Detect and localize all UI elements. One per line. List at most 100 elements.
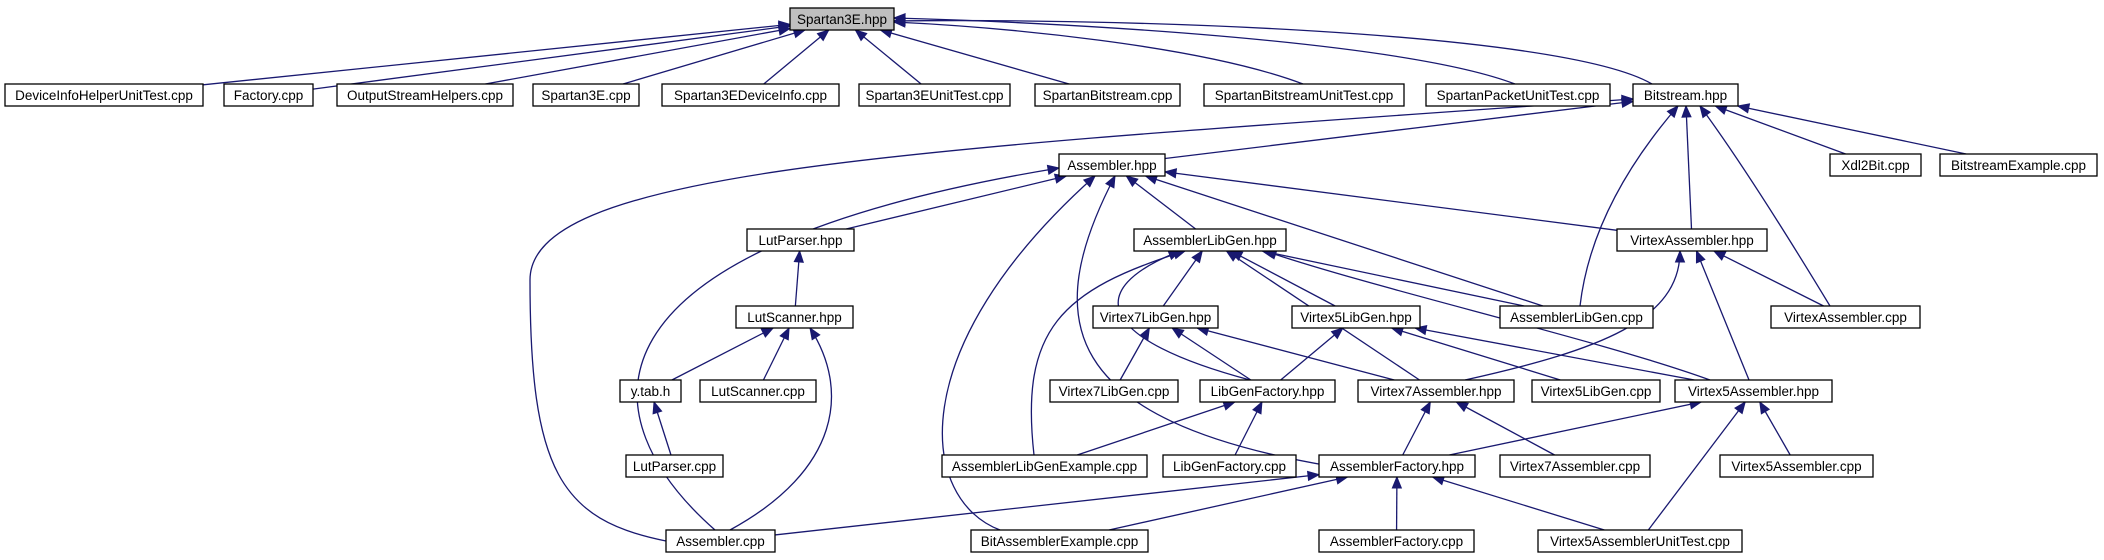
node-box[interactable] bbox=[1162, 454, 1297, 478]
node-box[interactable] bbox=[4, 83, 204, 107]
arrowhead bbox=[1734, 400, 1746, 415]
node-box[interactable] bbox=[1537, 529, 1743, 553]
edge-line bbox=[1076, 175, 1331, 467]
node-box[interactable] bbox=[1058, 153, 1166, 177]
node-box[interactable] bbox=[858, 83, 1011, 107]
node-spartanbitstream-cpp[interactable]: SpartanBitstream.cpp bbox=[1034, 83, 1181, 107]
node-box[interactable] bbox=[1034, 83, 1181, 107]
node-box[interactable] bbox=[665, 529, 776, 553]
node-box[interactable] bbox=[1939, 153, 2098, 177]
node-virtex7libgen-hpp[interactable]: Virtex7LibGen.hpp bbox=[1092, 305, 1219, 329]
node-label: Virtex5AssemblerUnitTest.cpp bbox=[1550, 534, 1730, 549]
node-box[interactable] bbox=[1719, 454, 1874, 478]
node-label: Virtex7Assembler.cpp bbox=[1510, 459, 1640, 474]
node-deviceinfohelperunittest-cpp[interactable]: DeviceInfoHelperUnitTest.cpp bbox=[4, 83, 204, 107]
node-box[interactable] bbox=[1318, 454, 1476, 478]
edge-line bbox=[729, 327, 833, 531]
node-virtex7assembler-hpp[interactable]: Virtex7Assembler.hpp bbox=[1357, 379, 1515, 403]
arrowhead bbox=[652, 400, 663, 415]
node-assemblerfactory-hpp[interactable]: AssemblerFactory.hpp bbox=[1318, 454, 1476, 478]
arrowhead bbox=[1420, 400, 1431, 415]
node-label: BitstreamExample.cpp bbox=[1951, 158, 2086, 173]
node-lutscanner-cpp[interactable]: LutScanner.cpp bbox=[699, 379, 817, 403]
node-virtexassembler-cpp[interactable]: VirtexAssembler.cpp bbox=[1770, 305, 1921, 329]
node-bitstreamexample-cpp[interactable]: BitstreamExample.cpp bbox=[1939, 153, 2098, 177]
node-virtex5assembler-cpp[interactable]: Virtex5Assembler.cpp bbox=[1719, 454, 1874, 478]
node-box[interactable] bbox=[699, 379, 817, 403]
edge-virtex7assembler_cpp-to-virtex7assembler_hpp bbox=[1455, 401, 1555, 456]
node-spartanpacketunittest-cpp[interactable]: SpartanPacketUnitTest.cpp bbox=[1425, 83, 1611, 107]
node-xdl2bit-cpp[interactable]: Xdl2Bit.cpp bbox=[1829, 153, 1922, 177]
node-bitassemblerexample-cpp[interactable]: BitAssemblerExample.cpp bbox=[970, 529, 1149, 553]
node-virtex5libgen-hpp[interactable]: Virtex5LibGen.hpp bbox=[1291, 305, 1421, 329]
node-spartan3edeviceinfo-cpp[interactable]: Spartan3EDeviceInfo.cpp bbox=[661, 83, 840, 107]
node-box[interactable] bbox=[625, 454, 724, 478]
node-box[interactable] bbox=[970, 529, 1149, 553]
node-box[interactable] bbox=[1199, 379, 1336, 403]
node-box[interactable] bbox=[1133, 228, 1287, 252]
node-bitstream-hpp[interactable]: Bitstream.hpp bbox=[1632, 83, 1739, 107]
node-box[interactable] bbox=[941, 454, 1148, 478]
edge-line bbox=[846, 175, 1067, 230]
arrowhead bbox=[1681, 104, 1692, 118]
node-assemblerlibgenexample-cpp[interactable]: AssemblerLibGenExample.cpp bbox=[941, 454, 1148, 478]
node-box[interactable] bbox=[1829, 153, 1922, 177]
node-lutparser-cpp[interactable]: LutParser.cpp bbox=[625, 454, 724, 478]
edge-spartanpacketunittest_cpp-to-spartan3e_hpp bbox=[892, 13, 1516, 85]
edge-line bbox=[1145, 175, 1544, 307]
node-virtex7libgen-cpp[interactable]: Virtex7LibGen.cpp bbox=[1049, 379, 1179, 403]
node-box[interactable] bbox=[1499, 305, 1654, 329]
node-virtex7assembler-cpp[interactable]: Virtex7Assembler.cpp bbox=[1499, 454, 1651, 478]
node-box[interactable] bbox=[1632, 83, 1739, 107]
node-box[interactable] bbox=[1770, 305, 1921, 329]
node-box[interactable] bbox=[1318, 529, 1475, 553]
node-virtex5assembler-hpp[interactable]: Virtex5Assembler.hpp bbox=[1674, 379, 1833, 403]
node-label: Virtex5Assembler.hpp bbox=[1688, 384, 1819, 399]
node-libgenfactory-cpp[interactable]: LibGenFactory.cpp bbox=[1162, 454, 1297, 478]
node-box[interactable] bbox=[532, 83, 640, 107]
edge-y_tab_h-to-lutscanner_hpp bbox=[671, 327, 775, 381]
edge-spartan3eunittest_cpp-to-spartan3e_hpp bbox=[854, 29, 922, 85]
node-factory-cpp[interactable]: Factory.cpp bbox=[223, 83, 314, 107]
node-box[interactable] bbox=[1425, 83, 1611, 107]
edge-line bbox=[1695, 250, 1750, 381]
node-lutscanner-hpp[interactable]: LutScanner.hpp bbox=[735, 305, 854, 329]
node-box[interactable] bbox=[1531, 379, 1661, 403]
node-assembler-hpp[interactable]: Assembler.hpp bbox=[1058, 153, 1166, 177]
node-box[interactable] bbox=[1291, 305, 1421, 329]
node-label: LibGenFactory.cpp bbox=[1173, 459, 1286, 474]
node-outputstreamhelpers-cpp[interactable]: OutputStreamHelpers.cpp bbox=[336, 83, 514, 107]
node-box[interactable] bbox=[789, 7, 895, 31]
node-virtex5assemblerunittest-cpp[interactable]: Virtex5AssemblerUnitTest.cpp bbox=[1537, 529, 1743, 553]
node-libgenfactory-hpp[interactable]: LibGenFactory.hpp bbox=[1199, 379, 1336, 403]
node-assemblerlibgen-hpp[interactable]: AssemblerLibGen.hpp bbox=[1133, 228, 1287, 252]
node-label: LutParser.hpp bbox=[758, 233, 842, 248]
node-assemblerfactory-cpp[interactable]: AssemblerFactory.cpp bbox=[1318, 529, 1475, 553]
node-spartan3e-hpp[interactable]: Spartan3E.hpp bbox=[789, 7, 895, 31]
edge-assembler_cpp-to-lutscanner_hpp bbox=[729, 326, 833, 531]
node-box[interactable] bbox=[661, 83, 840, 107]
node-box[interactable] bbox=[223, 83, 314, 107]
node-virtexassembler-hpp[interactable]: VirtexAssembler.hpp bbox=[1616, 228, 1768, 252]
node-box[interactable] bbox=[1203, 83, 1405, 107]
node-virtex5libgen-cpp[interactable]: Virtex5LibGen.cpp bbox=[1531, 379, 1661, 403]
node-box[interactable] bbox=[1674, 379, 1833, 403]
node-assembler-cpp[interactable]: Assembler.cpp bbox=[665, 529, 776, 553]
node-box[interactable] bbox=[1092, 305, 1219, 329]
node-spartanbitstreamunittest-cpp[interactable]: SpartanBitstreamUnitTest.cpp bbox=[1203, 83, 1405, 107]
node-lutparser-hpp[interactable]: LutParser.hpp bbox=[746, 228, 855, 252]
node-box[interactable] bbox=[1357, 379, 1515, 403]
node-box[interactable] bbox=[746, 228, 855, 252]
node-box[interactable] bbox=[1499, 454, 1651, 478]
node-box[interactable] bbox=[1616, 228, 1768, 252]
node-box[interactable] bbox=[619, 379, 682, 403]
node-spartan3e-cpp[interactable]: Spartan3E.cpp bbox=[532, 83, 640, 107]
node-box[interactable] bbox=[1049, 379, 1179, 403]
node-y-tab-h[interactable]: y.tab.h bbox=[619, 379, 682, 403]
node-spartan3eunittest-cpp[interactable]: Spartan3EUnitTest.cpp bbox=[858, 83, 1011, 107]
node-box[interactable] bbox=[735, 305, 854, 329]
node-box[interactable] bbox=[336, 83, 514, 107]
node-assemblerlibgen-cpp[interactable]: AssemblerLibGen.cpp bbox=[1499, 305, 1654, 329]
edge-line bbox=[1108, 476, 1348, 531]
edge-line bbox=[893, 21, 1304, 85]
